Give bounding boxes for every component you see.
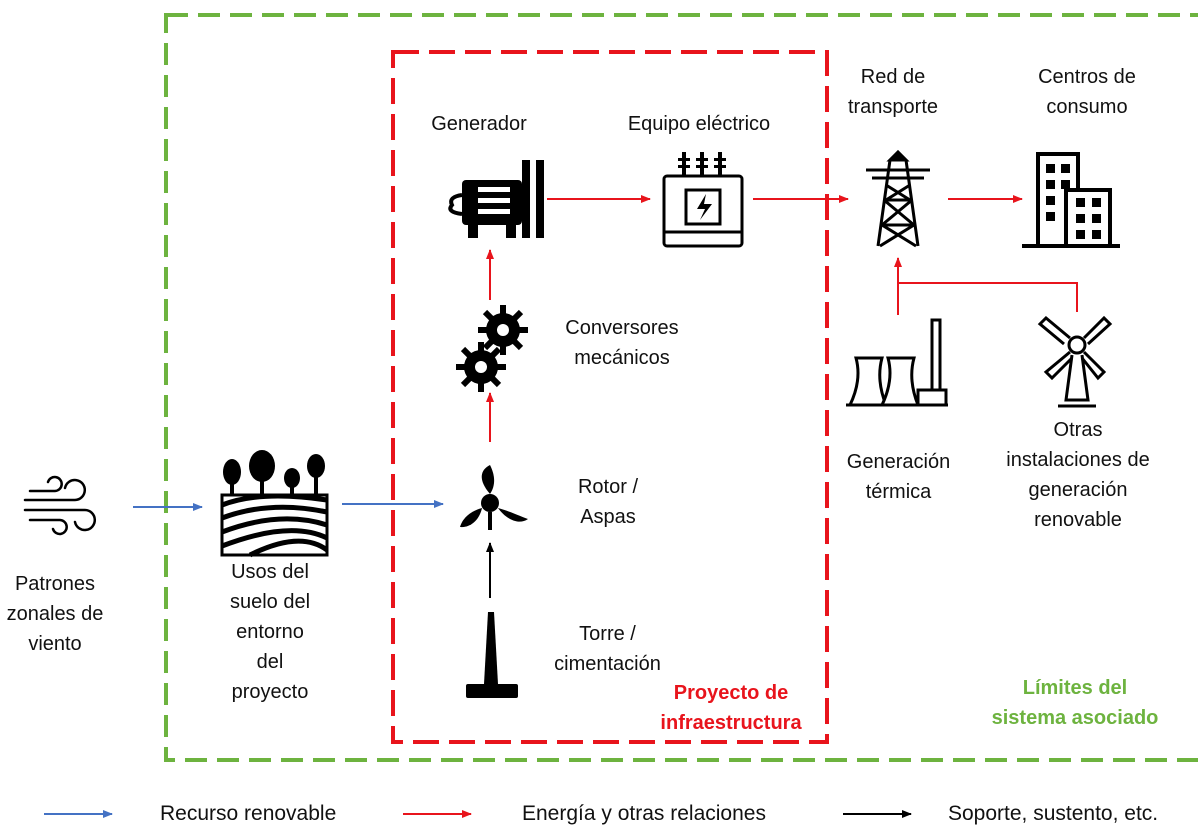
label-system-boundary: Límites del sistema asociado (991, 677, 1159, 729)
legend-label-renewable: Recurso renovable (160, 802, 337, 825)
tower-foundation-icon (466, 612, 518, 698)
buildings-icon (1022, 152, 1120, 248)
windmill-icon (1037, 315, 1113, 408)
generator-icon (448, 160, 544, 238)
label-tower: Torre / cimentación (554, 623, 661, 675)
label-land: Usos del suelo del entorno del proyecto (229, 561, 311, 703)
wind-icon (23, 475, 97, 536)
system-boundary-box (164, 13, 1198, 762)
transformer-icon (662, 152, 744, 248)
label-grid: Red de transporte (847, 66, 939, 118)
label-equipment: Equipo eléctrico (627, 113, 771, 135)
legend-label-support: Soporte, sustento, etc. (948, 802, 1159, 825)
label-generator: Generador (431, 113, 527, 135)
label-thermal: Generación térmica (846, 451, 951, 503)
legend-label-energy: Energía y otras relaciones (522, 802, 766, 825)
label-consumption: Centros de consumo (1038, 66, 1136, 118)
project-boundary-box (391, 50, 829, 744)
label-project-boundary: Proyecto de infraestructura (660, 682, 802, 734)
label-gears: Conversores mecánicos (565, 317, 679, 369)
arrow-thermal-renewable-to-grid (897, 282, 1078, 315)
landscape-trees-icon (220, 450, 329, 558)
label-wind: Patrones zonales de viento (6, 573, 104, 655)
label-renewable: Otras instalaciones de generación renova… (1006, 419, 1150, 531)
gears-icon (456, 305, 528, 392)
label-rotor: Rotor / Aspas (577, 476, 639, 528)
wind-turbine-rotor-icon (460, 465, 528, 530)
transmission-tower-icon (866, 149, 930, 248)
thermal-plant-icon (846, 318, 948, 407)
